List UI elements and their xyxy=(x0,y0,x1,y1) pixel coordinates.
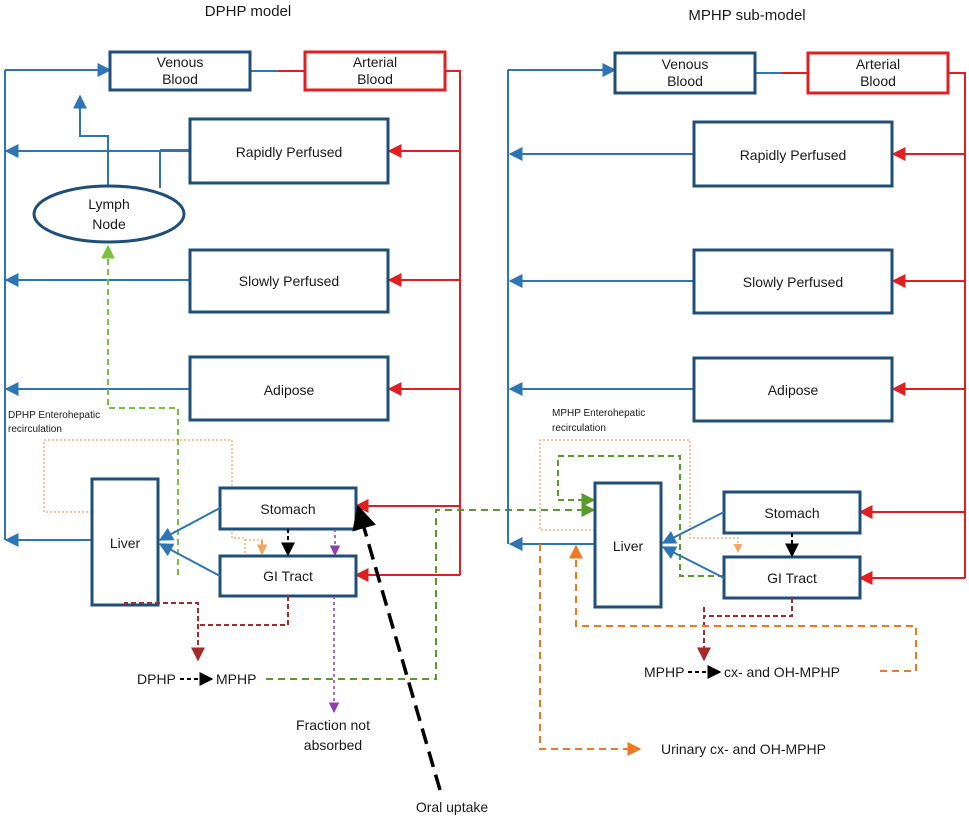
dphp-metab-from: DPHP xyxy=(137,671,176,687)
mphp-urinary-arrow xyxy=(539,544,642,756)
mphp-stomach-box xyxy=(722,490,862,535)
dphp-enterohepatic-label-2: recirculation xyxy=(8,424,62,435)
mphp-urinary-label: Urinary cx- and OH-MPHP xyxy=(661,741,826,757)
mphp-title: MPHP sub-model xyxy=(688,7,805,24)
dphp-model: DPHP model Venous Blood Arterial Blood R… xyxy=(4,3,489,815)
mphp-liver-box xyxy=(593,481,663,609)
dphp-venous-blood-box xyxy=(108,50,252,92)
mphp-venous-blood-box xyxy=(613,51,757,95)
dphp-liver-label: Liver xyxy=(110,535,141,551)
dphp-gi-metabolism-line xyxy=(198,596,289,626)
mphp-gi-to-liver-arrow xyxy=(661,546,725,579)
mphp-submodel: MPHP sub-model Venous Blood Arterial Blo… xyxy=(507,7,966,757)
mphp-metab-to: cx- and OH-MPHP xyxy=(724,664,840,680)
dphp-adipose-box xyxy=(188,355,390,422)
dphp-lymph-label-1: Lymph xyxy=(88,196,130,212)
mphp-metab-from: MPHP xyxy=(644,664,684,680)
mphp-gi-label: GI Tract xyxy=(767,570,817,586)
dphp-gi-label: GI Tract xyxy=(263,568,313,584)
oral-uptake-arrow xyxy=(352,504,442,791)
mphp-liver-label: Liver xyxy=(613,538,644,554)
dphp-rapidly-label: Rapidly Perfused xyxy=(236,144,343,160)
mphp-arterial-supply-line xyxy=(948,72,966,578)
dphp-fraction-label-2: absorbed xyxy=(304,737,362,753)
dphp-fraction-label-1: Fraction not xyxy=(296,717,370,733)
dphp-liver-metabolism-arrow xyxy=(124,602,205,662)
mphp-adipose-label: Adipose xyxy=(768,382,819,398)
dphp-rapidly-perfused-box xyxy=(188,117,390,185)
mphp-slowly-label: Slowly Perfused xyxy=(743,274,843,290)
oral-uptake-label: Oral uptake xyxy=(416,799,489,815)
dphp-stomach-label: Stomach xyxy=(260,501,315,517)
mphp-slowly-perfused-box xyxy=(692,248,894,315)
dphp-gi-to-lymph-arrow xyxy=(101,244,179,575)
mphp-adipose-box xyxy=(692,356,894,423)
dphp-arterial-supply-line xyxy=(445,70,461,575)
dphp-arterial-label-2: Blood xyxy=(357,71,393,87)
dphp-slowly-label: Slowly Perfused xyxy=(239,273,339,289)
dphp-enterohepatic-loop xyxy=(43,439,246,553)
dphp-title: DPHP model xyxy=(205,3,291,20)
mphp-venous-label-1: Venous xyxy=(662,56,709,72)
mphp-rapidly-label: Rapidly Perfused xyxy=(740,147,847,163)
dphp-venous-label-1: Venous xyxy=(157,54,204,70)
dphp-enterohepatic-label-1: DPHP Enterohepatic xyxy=(8,410,100,421)
dphp-arterial-label-1: Arterial xyxy=(353,54,397,70)
mphp-arterial-blood-box xyxy=(806,51,950,95)
mphp-enterohepatic-label-2: recirculation xyxy=(552,423,606,434)
mphp-venous-label-2: Blood xyxy=(667,73,703,89)
mphp-enterohepatic-label-1: MPHP Enterohepatic xyxy=(552,408,645,419)
mphp-stomach-to-liver-arrow xyxy=(661,511,725,544)
dphp-gi-to-liver-arrow xyxy=(158,543,221,577)
mphp-transfer-arrow xyxy=(266,503,596,680)
dphp-stomach-to-liver-arrow xyxy=(158,507,221,541)
mphp-rapidly-perfused-box xyxy=(692,120,894,188)
mphp-gi-metabolism-arrow xyxy=(697,598,793,662)
dphp-venous-label-2: Blood xyxy=(162,71,198,87)
dphp-slowly-perfused-box xyxy=(188,248,390,314)
dphp-arterial-blood-box xyxy=(303,50,447,92)
dphp-lymph-label-2: Node xyxy=(92,216,126,232)
mphp-stomach-label: Stomach xyxy=(764,505,819,521)
dphp-metab-to: MPHP xyxy=(216,671,256,687)
dphp-lymph-to-venous-arrow xyxy=(73,94,109,188)
mphp-arterial-label-2: Blood xyxy=(860,73,896,89)
mphp-enterohepatic-loop xyxy=(539,439,743,553)
mphp-metabolite-recirc-arrow xyxy=(569,544,917,672)
mphp-enterohepatic-green-loop xyxy=(557,455,724,577)
dphp-liver-box xyxy=(90,477,160,607)
dphp-lymph-node xyxy=(32,184,186,244)
dphp-adipose-label: Adipose xyxy=(264,382,315,398)
mphp-arterial-label-1: Arterial xyxy=(856,56,900,72)
